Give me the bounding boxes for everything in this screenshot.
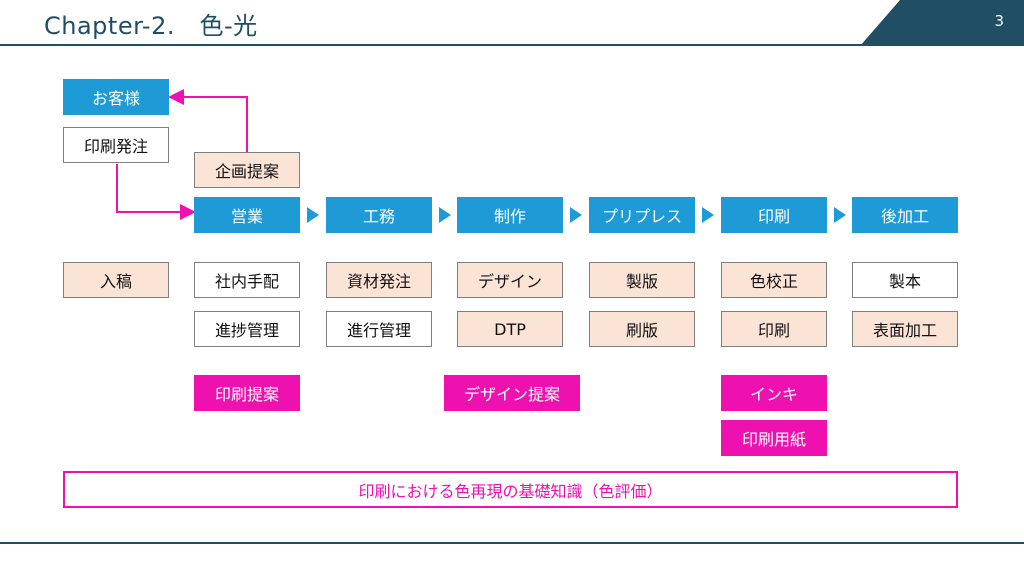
header-rule [0, 44, 868, 46]
task-printing-1: 色校正 [721, 262, 827, 298]
task-production-1: デザイン [457, 262, 563, 298]
highlight-design-proposal: デザイン提案 [444, 375, 580, 411]
stage-arrow-3 [570, 207, 582, 223]
stage-arrow-4 [702, 207, 714, 223]
task-prepress-1: 製版 [589, 262, 695, 298]
footer-rule [0, 542, 1024, 544]
task-prepress-2: 刷版 [589, 311, 695, 347]
plan-box: 企画提案 [194, 152, 300, 188]
task-production-2: DTP [457, 311, 563, 347]
stage-prepress: プリプレス [589, 197, 695, 233]
task-finishing-2: 表面加工 [852, 311, 958, 347]
task-engineering-2: 進行管理 [326, 311, 432, 347]
highlight-paper: 印刷用紙 [721, 420, 827, 456]
page-number: 3 [994, 12, 1004, 30]
task-printing-2: 印刷 [721, 311, 827, 347]
stage-arrow-2 [439, 207, 451, 223]
header-corner-decoration [860, 0, 1024, 46]
task-engineering-1: 資材発注 [326, 262, 432, 298]
highlight-ink: インキ [721, 375, 827, 411]
order-to-sales-arrow [116, 164, 196, 220]
stage-arrow-5 [834, 207, 846, 223]
task-finishing-1: 製本 [852, 262, 958, 298]
page-title: Chapter-2. 色-光 [44, 12, 258, 40]
stage-printing: 印刷 [721, 197, 827, 233]
stage-engineering: 工務 [326, 197, 432, 233]
color-evaluation-banner: 印刷における色再現の基礎知識（色評価） [63, 471, 958, 508]
highlight-print-proposal: 印刷提案 [194, 375, 300, 411]
task-sales-1: 社内手配 [194, 262, 300, 298]
stage-sales: 営業 [194, 197, 300, 233]
order-box: 印刷発注 [63, 127, 169, 163]
stage-finishing: 後加工 [852, 197, 958, 233]
task-sales-2: 進捗管理 [194, 311, 300, 347]
task-nyuko: 入稿 [63, 262, 169, 298]
stage-production: 制作 [457, 197, 563, 233]
stage-arrow-1 [307, 207, 319, 223]
plan-to-client-arrow [168, 89, 248, 152]
client-box: お客様 [63, 79, 169, 115]
